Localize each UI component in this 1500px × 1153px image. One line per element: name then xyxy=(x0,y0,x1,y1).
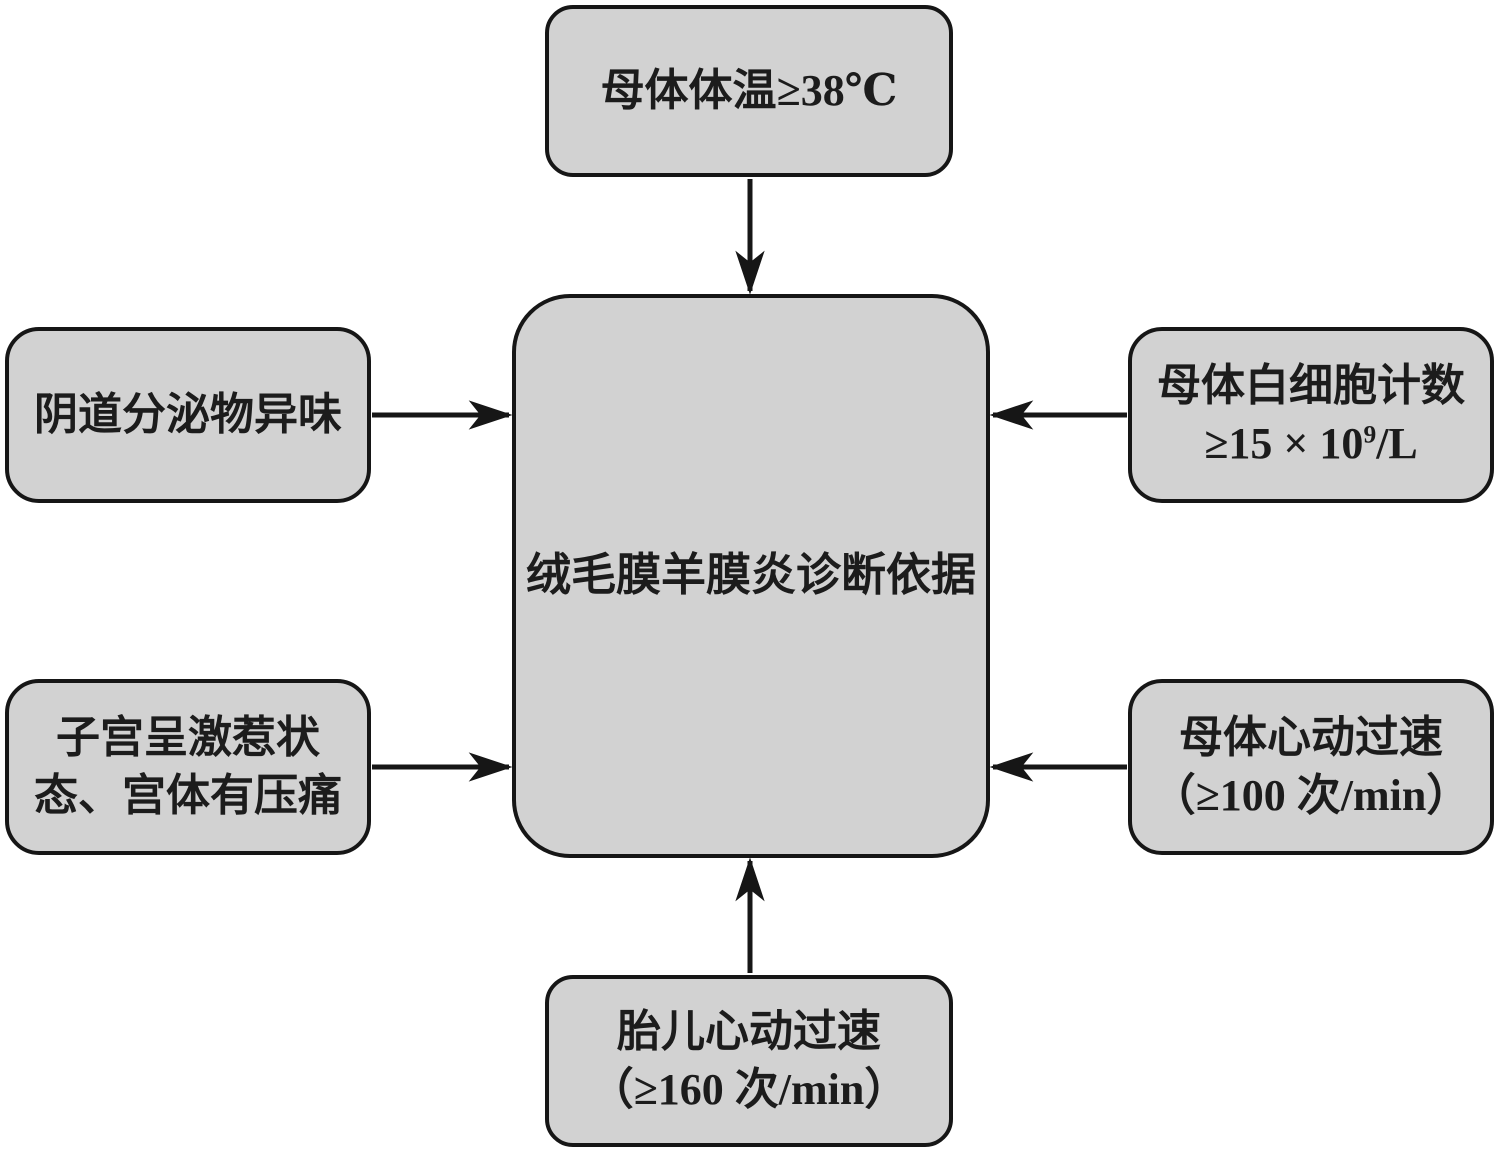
node-fetal-tachycardia-label: 胎儿心动过速 xyxy=(617,1006,881,1056)
node-maternal-tachycardia-label: 母体心动过速 xyxy=(1179,712,1443,762)
node-vaginal-discharge-odor-label: 阴道分泌物异味 xyxy=(34,389,342,439)
node-uterine-irritability-line1: 子宫呈激惹状 xyxy=(56,712,320,762)
node-fetal-tachycardia-value: （≥160 次/min） xyxy=(589,1065,909,1114)
node-vaginal-discharge-odor: 阴道分泌物异味 xyxy=(5,327,371,503)
wbc-value-unit: /L xyxy=(1376,419,1418,468)
node-maternal-wbc-count: 母体白细胞计数 ≥15 × 109/L xyxy=(1128,327,1494,503)
node-maternal-temperature: 母体体温≥38℃ xyxy=(545,5,953,177)
node-diagnosis-basis: 绒毛膜羊膜炎诊断依据 xyxy=(512,294,990,858)
node-maternal-wbc-count-label: 母体白细胞计数 xyxy=(1157,360,1465,410)
node-maternal-tachycardia-value: （≥100 次/min） xyxy=(1151,771,1471,820)
wbc-value-exponent: 9 xyxy=(1363,419,1377,449)
node-fetal-tachycardia: 胎儿心动过速 （≥160 次/min） xyxy=(545,975,953,1147)
node-maternal-tachycardia: 母体心动过速 （≥100 次/min） xyxy=(1128,679,1494,855)
node-maternal-temperature-label: 母体体温≥38℃ xyxy=(600,65,898,115)
node-uterine-irritability-line2: 态、宫体有压痛 xyxy=(34,771,342,820)
wbc-value-base: ≥15 × 10 xyxy=(1204,419,1364,468)
node-diagnosis-basis-label: 绒毛膜羊膜炎诊断依据 xyxy=(525,550,976,601)
node-maternal-wbc-count-value: ≥15 × 109/L xyxy=(1204,415,1418,473)
node-uterine-irritability-tenderness: 子宫呈激惹状 态、宫体有压痛 xyxy=(5,679,371,855)
